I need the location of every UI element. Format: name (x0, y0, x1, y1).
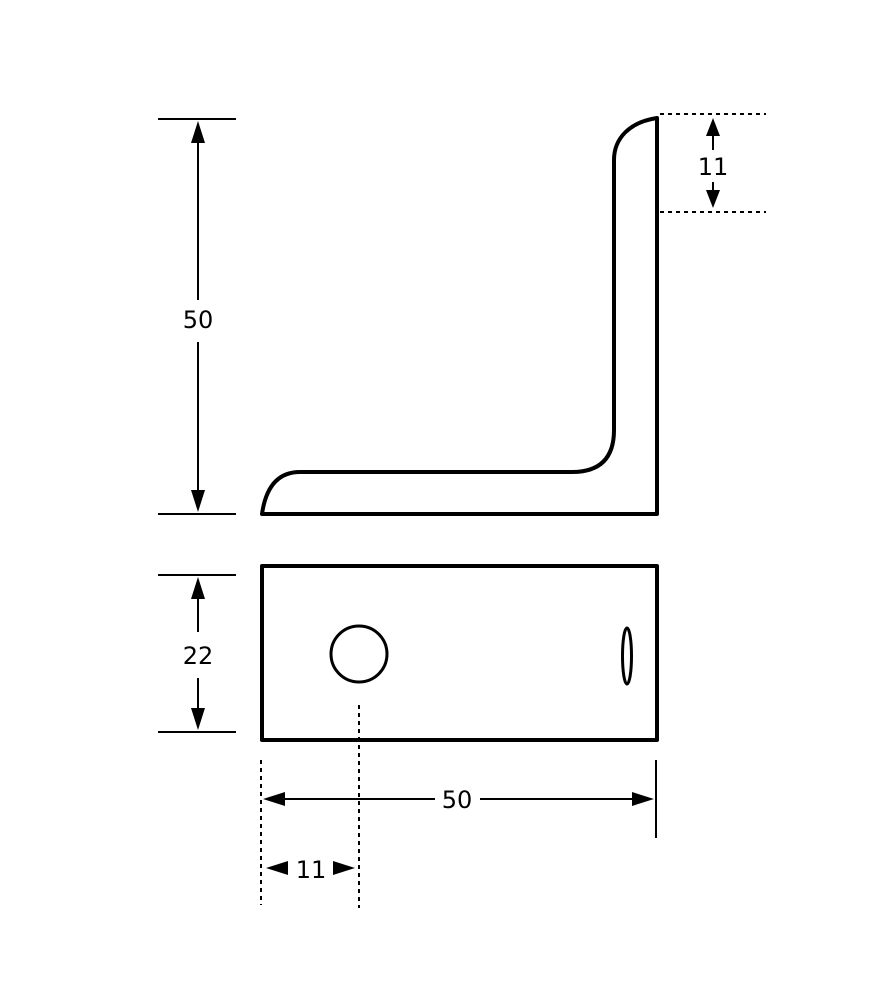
top-view (260, 564, 659, 742)
arrow-right-icon (632, 792, 654, 806)
arrow-up-icon (191, 121, 205, 143)
side-view (260, 116, 659, 516)
top-width-dimension: 22 (158, 574, 236, 733)
flange-radius-label: 11 (698, 153, 729, 181)
arrow-left-icon (266, 861, 288, 875)
arrow-right-icon (333, 861, 355, 875)
hole-offset-label: 11 (296, 856, 327, 884)
l-bracket-profile (260, 116, 659, 516)
arrow-down-icon (191, 708, 205, 730)
hole-offset-dimension: 11 (266, 705, 360, 908)
arrow-up-icon (191, 577, 205, 599)
arrow-down-icon (191, 490, 205, 512)
bottom-length-dimension: 50 (260, 760, 657, 905)
plate-outline (260, 564, 659, 742)
mounting-hole (329, 624, 389, 684)
top-width-label: 22 (183, 642, 214, 670)
flange-radius-dimension: 11 (660, 113, 766, 213)
arrow-left-icon (263, 792, 285, 806)
bottom-length-label: 50 (442, 786, 473, 814)
arrow-up-icon (706, 118, 720, 136)
side-hole (621, 626, 633, 686)
side-height-dimension: 50 (158, 118, 236, 515)
side-height-label: 50 (183, 306, 214, 334)
arrow-down-icon (706, 190, 720, 208)
